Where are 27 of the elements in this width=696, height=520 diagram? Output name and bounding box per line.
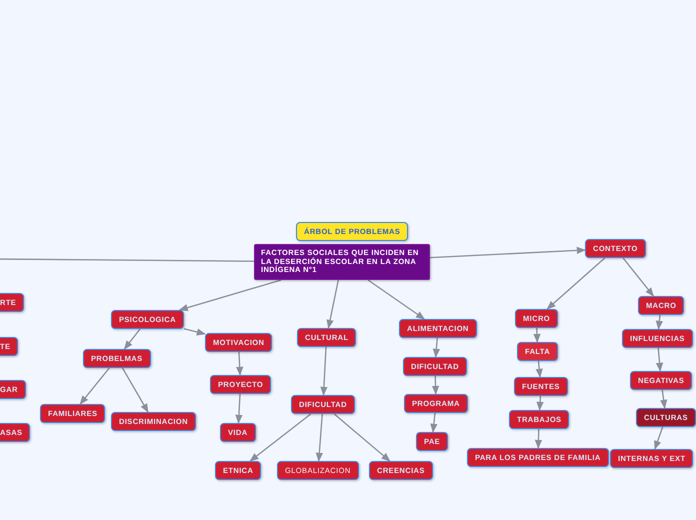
arrow bbox=[430, 412, 438, 433]
arrow bbox=[656, 314, 663, 330]
arrow bbox=[250, 413, 312, 462]
arrow bbox=[368, 279, 426, 320]
arrow bbox=[536, 360, 543, 378]
arrow bbox=[432, 338, 440, 358]
arrow bbox=[656, 348, 664, 372]
arrow bbox=[236, 352, 244, 376]
arrow bbox=[184, 328, 206, 336]
arrow bbox=[326, 280, 339, 329]
arrow bbox=[536, 396, 544, 411]
arrow bbox=[432, 376, 440, 395]
arrow bbox=[534, 428, 542, 449]
arrow bbox=[316, 414, 323, 462]
arrow bbox=[178, 279, 282, 312]
arrow bbox=[235, 394, 243, 424]
arrow bbox=[533, 328, 541, 343]
arrow bbox=[660, 390, 668, 409]
arrow bbox=[122, 368, 149, 413]
arrow bbox=[80, 368, 110, 405]
arrow bbox=[654, 426, 664, 450]
arrow bbox=[622, 258, 654, 297]
arrow bbox=[334, 414, 390, 462]
arrow bbox=[320, 346, 328, 396]
arrow bbox=[546, 258, 606, 310]
arrow bbox=[430, 246, 586, 258]
arrow bbox=[124, 328, 141, 350]
